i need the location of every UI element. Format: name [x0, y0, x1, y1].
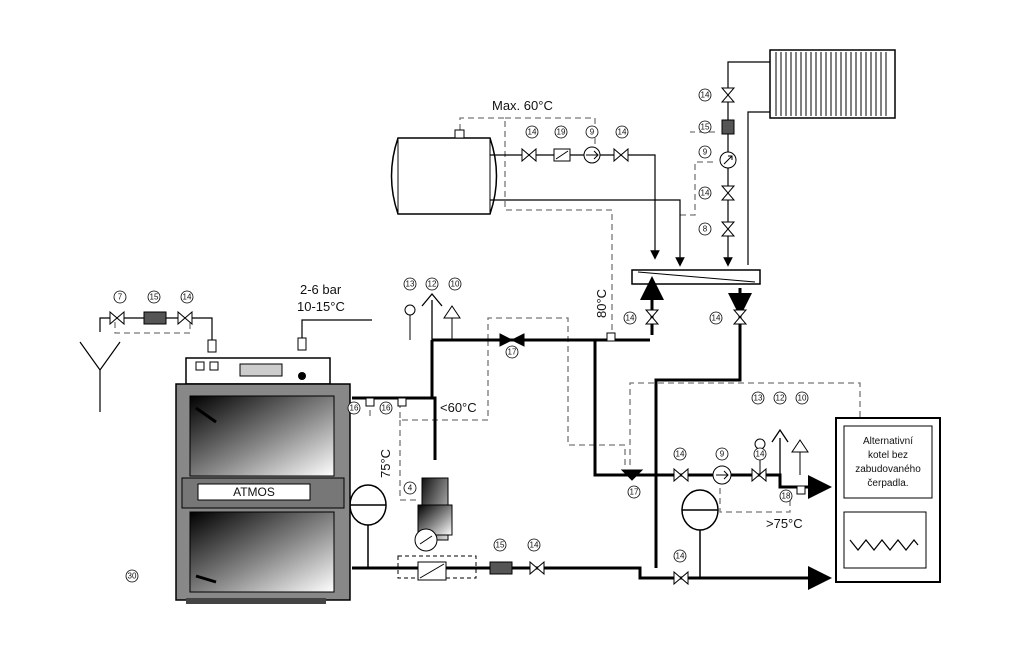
svg-text:14: 14 — [701, 189, 710, 198]
svg-text:7: 7 — [118, 293, 123, 302]
atmos-boiler — [175, 357, 351, 604]
svg-text:14: 14 — [676, 450, 685, 459]
radiator-valve-8[interactable] — [720, 221, 736, 237]
svg-text:9: 9 — [720, 450, 725, 459]
sensor-18-icon — [796, 485, 806, 495]
svg-text:15: 15 — [496, 541, 505, 550]
svg-text:14: 14 — [618, 128, 627, 137]
svg-text:8: 8 — [703, 225, 708, 234]
tank-valve-14a[interactable] — [521, 147, 537, 163]
right-valve-14c[interactable] — [673, 570, 689, 586]
svg-text:9: 9 — [590, 128, 595, 137]
right-pressure-gauge-icon — [754, 438, 766, 450]
drain-valve-14[interactable] — [177, 310, 193, 326]
manifold — [631, 269, 761, 285]
pressure-label: 2-6 bar — [300, 282, 342, 297]
temp-gt75-label: >75°C — [766, 516, 803, 531]
manifold-valve-14-left[interactable] — [644, 309, 660, 325]
radiator — [769, 49, 896, 119]
pressure-gauge-icon — [404, 304, 416, 316]
loading-unit — [397, 477, 477, 581]
right-safety-group — [754, 428, 809, 475]
svg-text:16: 16 — [382, 404, 391, 413]
svg-text:17: 17 — [630, 488, 639, 497]
drain-funnel-icon — [79, 341, 121, 372]
svg-text:10: 10 — [451, 280, 460, 289]
alternative-boiler — [835, 417, 941, 583]
svg-text:13: 13 — [406, 280, 415, 289]
svg-text:17: 17 — [508, 348, 517, 357]
control-lines — [114, 117, 861, 513]
drain-filter-icon — [143, 311, 167, 325]
svg-text:12: 12 — [776, 394, 785, 403]
svg-text:14: 14 — [701, 91, 710, 100]
bottom-valve-14[interactable] — [529, 560, 545, 576]
svg-text:14: 14 — [712, 314, 721, 323]
component-numbers: 7 15 14 14 19 9 14 14 15 9 14 8 13 12 10… — [113, 88, 809, 583]
svg-text:13: 13 — [754, 394, 763, 403]
manifold-valve-14-right[interactable] — [732, 309, 748, 325]
tank-valve-14b[interactable] — [613, 147, 629, 163]
svg-text:12: 12 — [428, 280, 437, 289]
alt-boiler-line2: kotel bez — [868, 450, 908, 461]
drain-valve-7[interactable] — [109, 310, 125, 326]
alt-boiler-line3: zabudovaného — [855, 464, 921, 475]
right-valve-14a[interactable] — [673, 467, 689, 483]
svg-text:30: 30 — [128, 572, 137, 581]
temp-80-label: 80°C — [594, 289, 609, 318]
svg-text:10: 10 — [798, 394, 807, 403]
right-safety-valve-icon — [791, 439, 809, 453]
expansion-vessel-left — [349, 484, 387, 568]
temp-75-label: 75°C — [378, 449, 393, 478]
max-temp-label: Max. 60°C — [492, 98, 553, 113]
tank-sensor-icon — [454, 129, 465, 139]
alt-boiler-line4: čerpadla. — [867, 478, 908, 489]
sensor-16b-icon — [397, 397, 407, 407]
svg-text:14: 14 — [676, 552, 685, 561]
svg-text:15: 15 — [150, 293, 159, 302]
svg-text:14: 14 — [756, 450, 765, 459]
radiator-valve-14a[interactable] — [720, 87, 736, 103]
svg-text:18: 18 — [782, 492, 791, 501]
svg-text:14: 14 — [530, 541, 539, 550]
svg-text:9: 9 — [703, 148, 708, 157]
svg-text:14: 14 — [183, 293, 192, 302]
bottom-filter-icon — [489, 561, 513, 575]
sensor-16a-icon — [365, 397, 375, 407]
boiler-brand-label: ATMOS — [233, 485, 275, 499]
svg-text:15: 15 — [701, 123, 710, 132]
inlet-temp-label: 10-15°C — [297, 299, 345, 314]
svg-text:4: 4 — [408, 484, 413, 493]
right-valve-14b[interactable] — [751, 467, 767, 483]
safety-valve-icon — [443, 305, 461, 319]
safety-group — [404, 292, 461, 340]
expansion-vessel-right — [681, 489, 719, 578]
mixing-valve-17-bottom[interactable] — [620, 469, 644, 481]
svg-text:14: 14 — [626, 314, 635, 323]
radiator-filter-icon — [721, 119, 735, 135]
sensor-80-icon — [606, 332, 616, 342]
svg-text:16: 16 — [350, 404, 359, 413]
alt-boiler-line1: Alternativní — [863, 436, 913, 447]
temp-60-label: <60°C — [440, 400, 477, 415]
radiator-valve-14b[interactable] — [720, 185, 736, 201]
mixing-valve-17-top[interactable] — [499, 333, 525, 347]
svg-text:19: 19 — [557, 128, 566, 137]
svg-text:14: 14 — [528, 128, 537, 137]
hot-water-tank — [390, 129, 498, 215]
